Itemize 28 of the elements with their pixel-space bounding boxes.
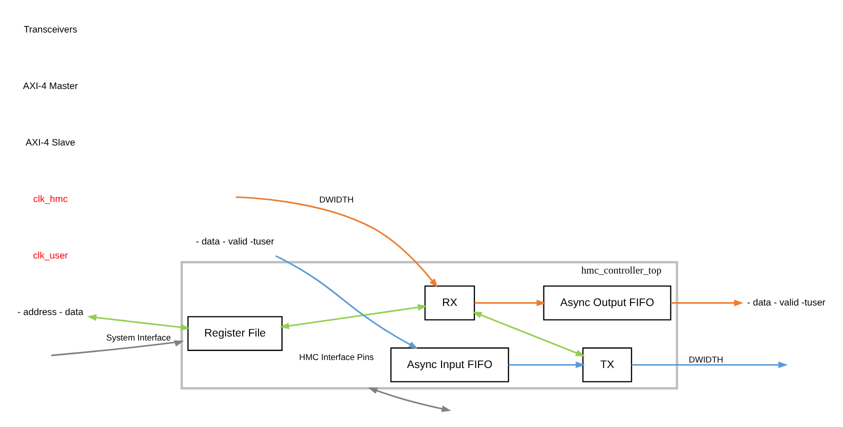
arrow	[474, 300, 546, 306]
arrow	[368, 388, 452, 412]
node-text: - data - valid -tuser	[747, 296, 826, 308]
edge-label: DWIDTH	[319, 194, 354, 204]
arrow	[472, 312, 586, 356]
arrow	[632, 362, 788, 368]
label: AXI-4 Master	[23, 80, 78, 92]
node-box: Async Input FIFO	[390, 347, 510, 382]
arrow	[236, 196, 438, 288]
arrow	[275, 255, 418, 349]
node-text: - data - valid -tuser	[196, 235, 274, 246]
arrow	[280, 304, 428, 330]
label: clk_hmc	[33, 192, 68, 204]
edge-label: DWIDTH	[688, 354, 724, 364]
arrow	[87, 314, 190, 331]
arrow	[51, 340, 184, 356]
node-box: RX	[424, 286, 475, 320]
label: clk_user	[32, 249, 68, 260]
node-box: Register File	[187, 316, 283, 351]
edge-label: HMC Interface Pins	[299, 352, 374, 362]
arrow	[670, 300, 744, 306]
node-box: TX	[582, 347, 632, 382]
node-text: - address - data	[18, 306, 84, 317]
label: Transceivers	[24, 24, 78, 35]
label: AXI-4 Slave	[26, 136, 76, 148]
edge-label: System Interface	[106, 332, 171, 342]
arrow	[508, 362, 586, 368]
node-box: Async Output FIFO	[543, 286, 672, 320]
